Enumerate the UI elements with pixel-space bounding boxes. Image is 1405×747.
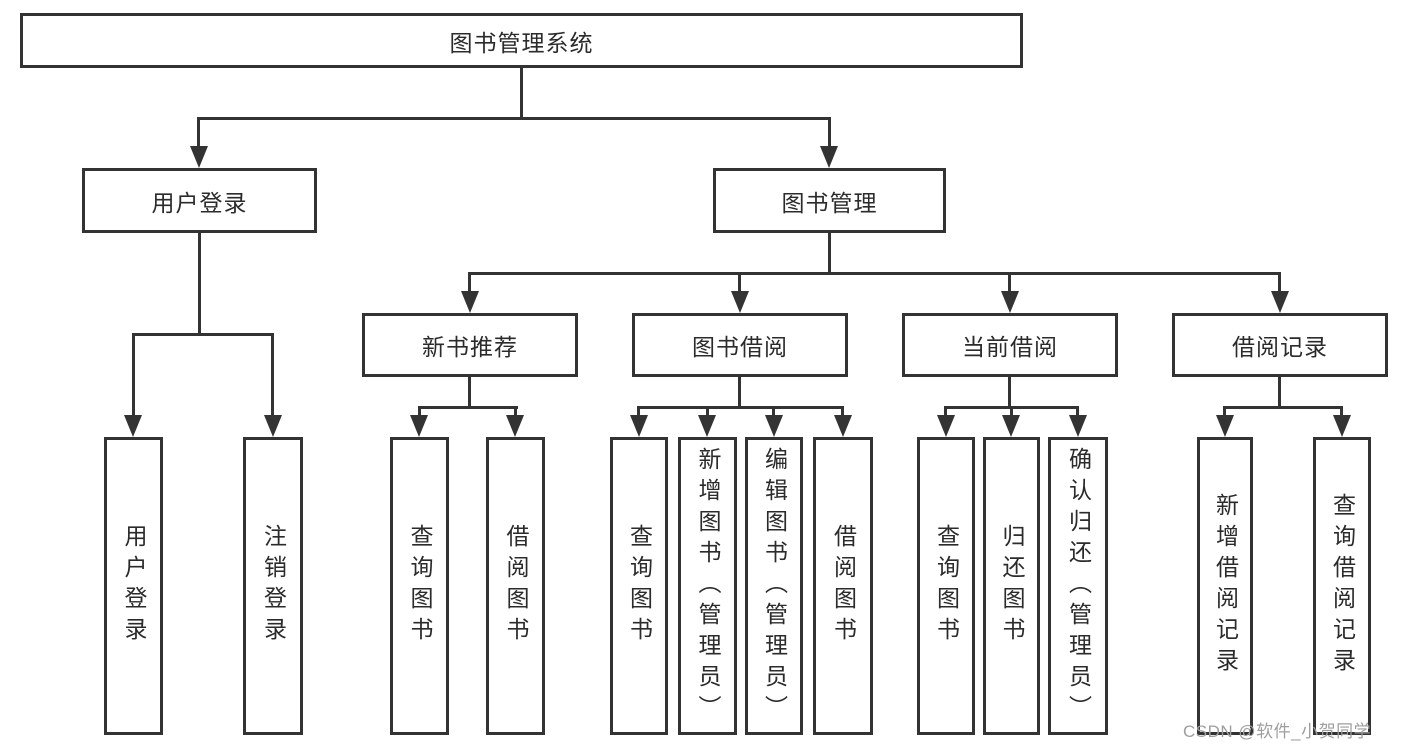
connector-stem-query-book-1 [418,406,421,417]
leaf-query-book-newbook: 查询图书 [390,437,449,735]
node-current-borrow: 当前借阅 [902,313,1118,377]
arrowhead-new-book [461,291,479,313]
arrowhead-user-login [190,146,208,168]
connector-stem-borrow-records [1278,272,1281,293]
node-book-mgmt: 图书管理 [713,168,946,233]
node-root-label: 图书管理系统 [449,29,594,56]
arrowhead-borrow-book-2 [834,415,852,437]
connector-stem-book-borrow [738,272,741,293]
leaf-return-book: 归还图书 [983,437,1040,735]
connector-stem-new-book [468,272,471,293]
connector-stem-add-book [706,406,709,417]
arrowhead-add-book [698,415,716,437]
connector-stem-leaf-user-login [132,333,135,416]
arrowhead-leaf-logout [264,415,282,437]
leaf-confirm-return-admin-label: 确认归还（管理员） [1065,446,1092,726]
node-root: 图书管理系统 [20,13,1023,68]
leaf-borrow-book-newbook: 借阅图书 [486,437,545,735]
leaf-add-borrow-record-label: 新增借阅记录 [1212,493,1239,679]
leaf-query-book-current: 查询图书 [917,437,975,735]
leaf-add-book-admin: 新增图书（管理员） [678,437,737,735]
leaf-borrow-book-borrow: 借阅图书 [813,437,873,735]
connector-current-borrow-stem [1008,377,1011,408]
connector-user-login-stem [198,233,201,334]
node-book-mgmt-label: 图书管理 [781,189,878,216]
arrowhead-edit-book [765,415,783,437]
node-user-login: 用户登录 [82,168,317,233]
leaf-add-borrow-record: 新增借阅记录 [1197,437,1253,735]
leaf-user-login: 用户登录 [104,437,163,735]
connector-stem-borrow-book-2 [841,406,844,417]
arrowhead-query-record [1333,415,1351,437]
arrowhead-leaf-user-login [124,415,142,437]
node-user-login-label: 用户登录 [151,189,248,216]
leaf-borrow-book-borrow-label: 借阅图书 [830,524,857,648]
leaf-query-book-current-label: 查询图书 [933,524,960,648]
leaf-query-book-borrow-label: 查询图书 [626,524,653,648]
leaf-user-login-label: 用户登录 [121,524,147,648]
connector-stem-confirm-return [1076,406,1079,417]
arrowhead-borrow-records [1271,291,1289,313]
connector-stem-query-book-3 [944,406,947,417]
node-borrow-records-label: 借阅记录 [1232,334,1328,360]
connector-book-borrow-branch [637,406,844,409]
connector-stem-query-book-2 [637,406,640,417]
leaf-query-book-newbook-label: 查询图书 [407,524,433,648]
connector-l2-branch [468,272,1281,275]
leaf-query-borrow-record: 查询借阅记录 [1313,437,1371,735]
leaf-logout-label: 注销登录 [260,524,287,648]
leaf-edit-book-admin-label: 编辑图书（管理员） [761,446,788,726]
node-new-book-label: 新书推荐 [422,334,518,360]
connector-stem-borrow-book-1 [514,406,517,417]
arrowhead-add-record [1216,415,1234,437]
arrowhead-current-borrow [1001,291,1019,313]
leaf-borrow-book-newbook-label: 借阅图书 [503,524,529,648]
node-borrow-records: 借阅记录 [1172,313,1388,377]
node-new-book: 新书推荐 [362,313,578,377]
connector-stem-query-record [1340,406,1343,417]
arrowhead-book-mgmt [820,146,838,168]
connector-stem-book-mgmt [828,117,831,148]
connector-stem-leaf-logout [271,333,274,416]
csdn-watermark: CSDN @软件_小贺同学 [1183,722,1372,741]
leaf-confirm-return-admin: 确认归还（管理员） [1048,437,1108,735]
connector-l1-branch [197,117,831,120]
connector-book-borrow-stem [738,377,741,408]
connector-stem-add-record [1223,406,1226,417]
connector-new-book-stem [468,377,471,408]
node-book-borrow-label: 图书借阅 [692,334,788,360]
leaf-logout: 注销登录 [243,437,303,735]
arrowhead-query-book-2 [630,415,648,437]
node-current-borrow-label: 当前借阅 [962,334,1058,360]
connector-new-book-branch [418,406,518,409]
leaf-add-book-admin-label: 新增图书（管理员） [695,446,721,726]
connector-book-mgmt-stem [828,233,831,274]
arrowhead-query-book-3 [937,415,955,437]
connector-stem-return-book [1010,406,1013,417]
connector-stem-edit-book [772,406,775,417]
connector-stem-user-login [197,117,200,148]
leaf-query-borrow-record-label: 查询借阅记录 [1329,493,1356,679]
arrowhead-book-borrow [731,291,749,313]
connector-user-login-branch [132,333,274,336]
connector-stem-current-borrow [1008,272,1011,293]
leaf-query-book-borrow: 查询图书 [610,437,668,735]
node-book-borrow: 图书借阅 [632,313,848,377]
arrowhead-query-book-1 [410,415,428,437]
connector-borrow-records-stem [1278,377,1281,408]
leaf-return-book-label: 归还图书 [999,524,1025,648]
leaf-edit-book-admin: 编辑图书（管理员） [745,437,803,735]
connector-borrow-records-branch [1223,406,1343,409]
connector-root-stem [520,68,523,118]
arrowhead-return-book [1002,415,1020,437]
arrowhead-borrow-book-1 [506,415,524,437]
arrowhead-confirm-return [1069,415,1087,437]
